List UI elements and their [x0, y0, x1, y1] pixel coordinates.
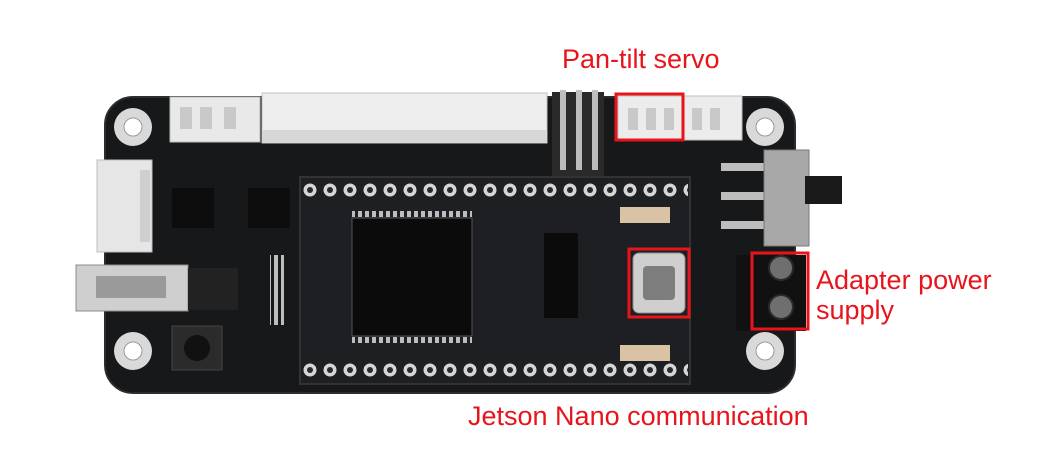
usb-highlight-box: [627, 247, 691, 319]
mounting-holes: [114, 108, 784, 370]
power-supply-label-line2: supply: [816, 295, 895, 325]
mounting-hole: [114, 108, 152, 146]
power-switch: [721, 149, 842, 247]
reset-button: [171, 325, 223, 371]
mcu-module: [299, 176, 691, 385]
small-chips: [172, 188, 290, 325]
top-connectors: [169, 90, 743, 176]
servo-highlight-box: [614, 92, 685, 142]
left-connector: [96, 159, 153, 253]
servo-label: Pan-tilt servo: [562, 44, 720, 74]
power-supply-label-line1: Adapter power: [816, 265, 992, 295]
power-terminal: [736, 255, 806, 331]
mounting-hole: [746, 332, 784, 370]
usb-c-port: [632, 252, 686, 314]
mounting-hole: [746, 108, 784, 146]
jetson-nano-label: Jetson Nano communication: [468, 401, 809, 431]
power-highlight-box: [750, 251, 810, 331]
power-supply-label: Adapter power supply: [816, 265, 992, 325]
usb-port: [75, 264, 238, 312]
mounting-hole: [114, 332, 152, 370]
